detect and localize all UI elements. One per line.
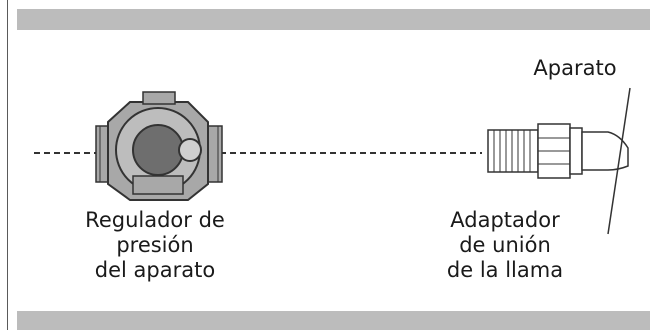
bottom-gray-band xyxy=(17,311,650,330)
appliance-wall-line xyxy=(607,87,631,235)
regulator-label: Regulador de presión del aparato xyxy=(85,208,225,282)
adapter-fitting-icon xyxy=(487,123,583,179)
gas-hose xyxy=(581,131,629,171)
adapter-label: Adaptador de unión de la llama xyxy=(446,208,564,282)
left-margin-rule xyxy=(7,0,8,330)
regulator-icon xyxy=(95,91,223,201)
top-gray-band xyxy=(17,9,650,30)
appliance-label: Aparato xyxy=(533,56,617,80)
